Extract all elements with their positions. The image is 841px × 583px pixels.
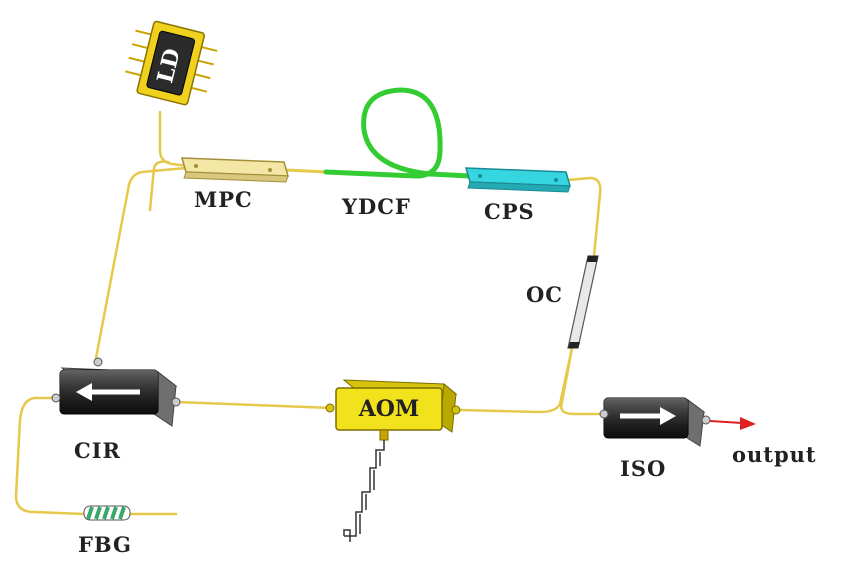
oc-body bbox=[567, 255, 599, 349]
fiber-cir-to-fbg bbox=[14, 396, 86, 516]
fiber-ydcf bbox=[323, 87, 473, 179]
ld-component: LD bbox=[125, 20, 218, 106]
fiber-aom-to-cir bbox=[174, 400, 334, 410]
fbg-grating bbox=[86, 506, 126, 520]
mpc-component bbox=[180, 157, 290, 183]
cir-component bbox=[51, 357, 181, 427]
arrow-right-icon bbox=[620, 407, 676, 425]
oc-label: OC bbox=[526, 282, 563, 307]
iso-label: ISO bbox=[620, 456, 666, 481]
aom-component: AOM bbox=[325, 379, 461, 441]
cir-label: CIR bbox=[74, 438, 121, 463]
fiber-cps-to-oc bbox=[566, 176, 602, 258]
output-arrow-icon bbox=[709, 417, 756, 430]
cps-label: CPS bbox=[484, 199, 535, 224]
fiber-oc-to-iso bbox=[560, 346, 606, 416]
component-labels: MPC YDCF CPS OC CIR ISO output FBG bbox=[74, 187, 817, 557]
ld-pins bbox=[125, 29, 218, 93]
iso-component bbox=[599, 397, 711, 447]
ydcf-label: YDCF bbox=[341, 194, 411, 219]
fbg-label: FBG bbox=[78, 532, 132, 557]
fiber-ld-to-mpc bbox=[158, 110, 190, 168]
cps-component bbox=[464, 167, 572, 193]
fiber-paths bbox=[14, 87, 606, 516]
fiber-mpc-to-cir bbox=[94, 166, 188, 360]
arrow-left-icon bbox=[76, 383, 140, 401]
aom-body bbox=[335, 387, 443, 431]
oc-component bbox=[567, 255, 599, 349]
aom-label: AOM bbox=[358, 396, 420, 422]
fiber-stub bbox=[148, 160, 170, 212]
aom-drive-pulses bbox=[343, 440, 385, 542]
mpc-label: MPC bbox=[194, 187, 253, 212]
fbg-component bbox=[83, 505, 131, 521]
fiber-mpc-out bbox=[284, 168, 328, 174]
fiber-oc-to-aom bbox=[458, 346, 574, 414]
output-label: output bbox=[732, 442, 817, 467]
ld-plate bbox=[146, 30, 196, 96]
